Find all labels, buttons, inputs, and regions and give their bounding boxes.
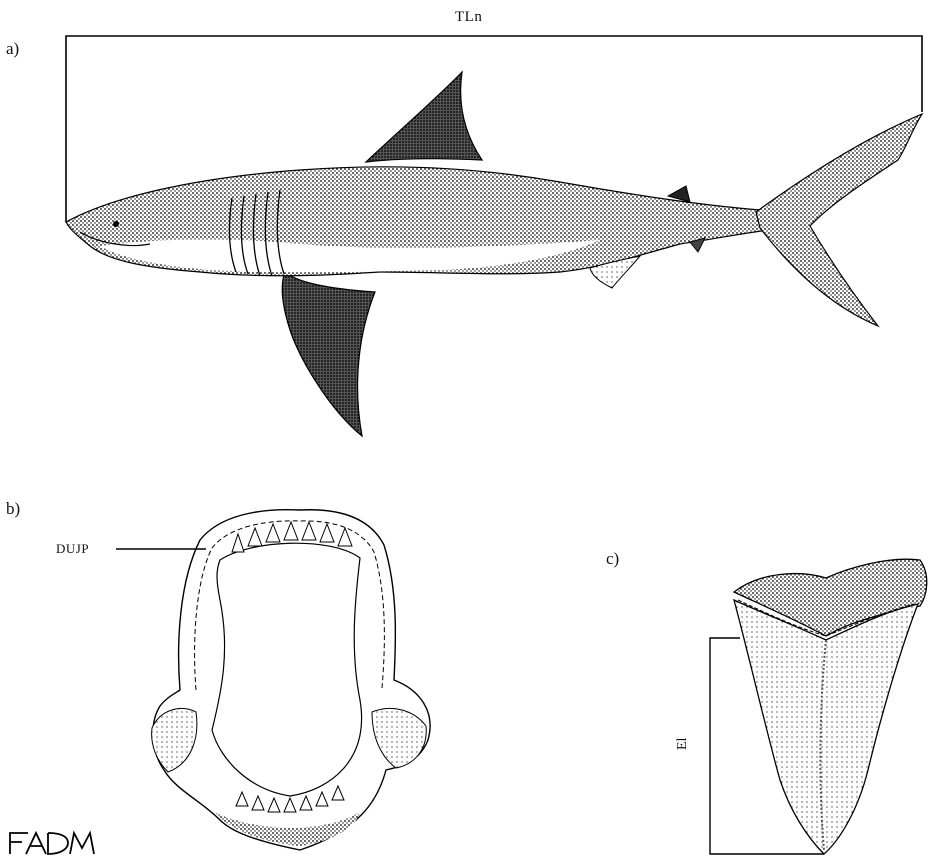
caudal-fin [756, 114, 922, 326]
tooth-illustration [710, 559, 927, 854]
panel-label-c: c) [606, 550, 619, 567]
panel-label-b: b) [6, 500, 20, 517]
panel-label-a: a) [6, 40, 19, 57]
jaw-illustration [116, 510, 430, 850]
eye [113, 221, 119, 227]
artist-signature [6, 830, 98, 856]
tooth-crown [734, 600, 918, 854]
upper-jaw-perimeter-label: DUJP [56, 542, 89, 555]
shark-illustration [66, 36, 922, 436]
mouth-opening [212, 543, 362, 796]
dorsal-fin [366, 72, 482, 162]
total-length-label: TLn [455, 10, 482, 25]
enamel-height-label: El [676, 738, 690, 750]
pectoral-fin [282, 272, 375, 436]
